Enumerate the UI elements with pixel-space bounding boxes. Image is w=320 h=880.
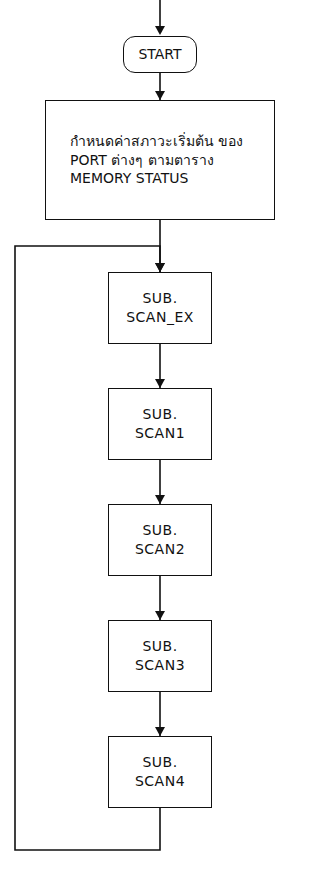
- node-text: SUB. SCAN_EX: [126, 289, 194, 327]
- arrowhead: [155, 263, 165, 272]
- text-group: SUB. SCAN2: [135, 521, 185, 559]
- subroutine-box: SUB. SCAN_EX: [108, 272, 212, 344]
- text-group: SUB. SCAN4: [135, 753, 185, 791]
- arrowhead: [155, 91, 165, 100]
- entry-line: [159, 0, 161, 28]
- text-group: SUB. SCAN3: [135, 637, 185, 675]
- process-box: กำหนดค่าสภาวะเริ่มต้น ของ PORT ต่างๆ ตาม…: [45, 100, 275, 220]
- node-text: SUB. SCAN4: [135, 753, 185, 791]
- terminal-box: START: [123, 36, 197, 73]
- text-group: SUB. SCAN1: [135, 405, 185, 443]
- flow-connector: [155, 73, 165, 100]
- text-group: START: [138, 45, 181, 64]
- flow-connector: [155, 576, 165, 620]
- flow-connector: [155, 692, 165, 736]
- arrowhead: [155, 263, 165, 272]
- node-text: SUB. SCAN1: [135, 405, 185, 443]
- subroutine-box: SUB. SCAN1: [108, 388, 212, 460]
- text-group: SUB. SCAN_EX: [126, 289, 194, 327]
- subroutine-box: SUB. SCAN3: [108, 620, 212, 692]
- arrowhead: [155, 379, 165, 388]
- arrowhead: [155, 611, 165, 620]
- node-text: SUB. SCAN3: [135, 637, 185, 675]
- arrowhead: [155, 495, 165, 504]
- node-text: START: [138, 45, 181, 64]
- subroutine-box: SUB. SCAN2: [108, 504, 212, 576]
- node-text: SUB. SCAN2: [135, 521, 185, 559]
- arrowhead: [155, 727, 165, 736]
- node-text: กำหนดค่าสภาวะเริ่มต้น ของ PORT ต่างๆ ตาม…: [70, 132, 250, 189]
- flow-connector: [155, 344, 165, 388]
- text-group: กำหนดค่าสภาวะเริ่มต้น ของ PORT ต่างๆ ตาม…: [70, 132, 250, 189]
- entry-arrowhead: [155, 26, 165, 35]
- subroutine-box: SUB. SCAN4: [108, 736, 212, 808]
- flow-connector: [155, 460, 165, 504]
